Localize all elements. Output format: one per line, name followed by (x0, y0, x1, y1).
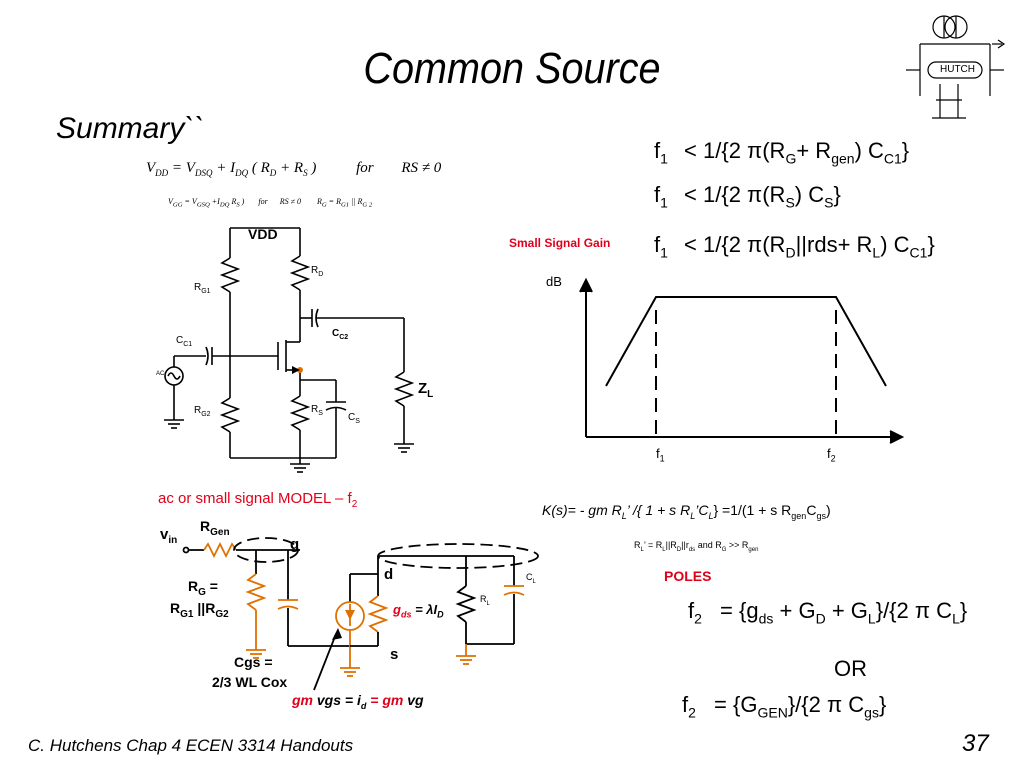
cc1-label: CC1 (176, 335, 193, 348)
gm-vgs-label: gm vgs = id = gm vg (292, 692, 424, 711)
page-title: Common Source (363, 44, 661, 93)
f2-axis-label: f2 (827, 446, 836, 464)
small-signal-gain-label: Small Signal Gain (509, 236, 611, 250)
poles-label: POLES (664, 568, 712, 584)
db-label: dB (546, 274, 562, 289)
zl-label: ZL (418, 380, 434, 400)
rg2-label: RG2 (194, 405, 211, 418)
rs-label: RS (311, 404, 323, 417)
rl-note: RL’ = RL||RD||rds and RG >> Rgen (634, 540, 759, 553)
page-number: 37 (962, 730, 989, 757)
rg-parallel-label: RG1 ||RG2 (170, 600, 229, 620)
cs-label: CS (348, 412, 360, 425)
rgen-label: RGen (200, 518, 230, 538)
gate-node-label: g (290, 536, 300, 553)
drain-node-label: d (384, 566, 394, 583)
bias-equation-1: VDD = VDSQ + IDQ ( RD + RS ) for RS ≠ 0 (146, 160, 442, 178)
logo-text: HUTCH (940, 64, 975, 75)
ac-label: AC (156, 371, 165, 377)
or-label: OR (834, 656, 867, 681)
model-title: ac or small signal MODEL – f2 (158, 490, 358, 510)
footer-text: C. Hutchens Chap 4 ECEN 3314 Handouts (28, 736, 354, 755)
cgs-label-2: 2/3 WL Cox (212, 674, 288, 690)
rd-label: RD (311, 265, 324, 278)
source-node-label: s (390, 646, 399, 663)
f1-equation-2: f1 < 1/{2 π(RS) CS} (654, 182, 841, 211)
rg-equiv-label: RG = (188, 578, 218, 598)
vin-label: vin (160, 526, 178, 546)
cgs-label-1: Cgs = (234, 654, 273, 670)
f1-equation-3: f1 < 1/{2 π(RD||rds+ RL) CC1} (654, 232, 935, 261)
rl-label: RL (480, 594, 490, 607)
cl-label: CL (526, 572, 536, 585)
f1-axis-label: f1 (656, 446, 665, 464)
bias-equation-2: VGG = VGSQ +IDQ RS ) for RS ≠ 0 RG = RG1… (168, 197, 373, 209)
vdd-label: VDD (248, 226, 278, 242)
f1-equation-1: f1 < 1/{2 π(RG+ Rgen) CC1} (654, 138, 910, 167)
transfer-function: K(s)= - gm RL’ /{ 1 + s RL’CL} =1/(1 + s… (542, 502, 831, 521)
gds-label: gds = λID (393, 602, 444, 620)
cc2-label: CC2 (332, 328, 349, 341)
f2-equation-2: f2 = {GGEN}/{2 π Cgs} (682, 692, 887, 721)
subtitle: Summary`` (56, 112, 205, 145)
rg1-label: RG1 (194, 282, 211, 295)
f2-equation-1: f2 = {gds + GD + GL}/{2 π CL} (688, 598, 968, 627)
